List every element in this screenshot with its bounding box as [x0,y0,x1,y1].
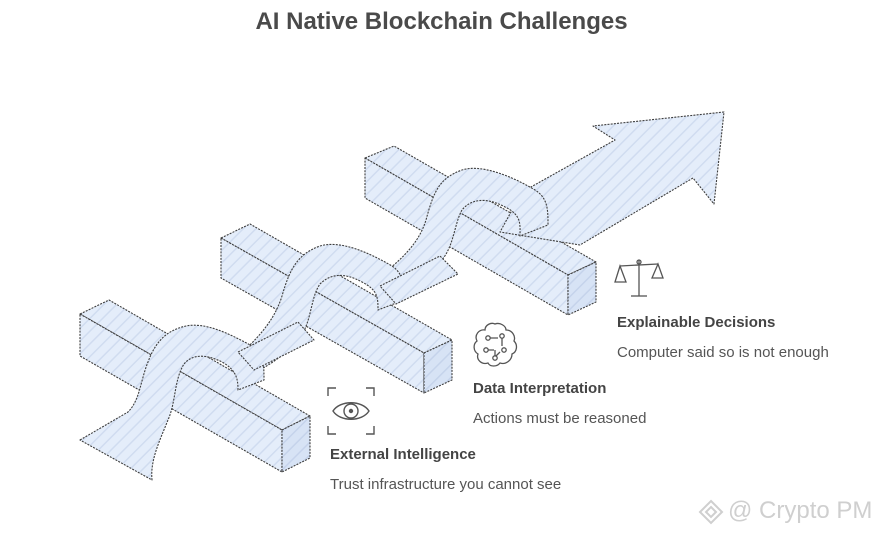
eye-icon [327,387,375,435]
watermark: @ Crypto PM [698,497,872,525]
step-title-data-interpretation: Data Interpretation [473,380,607,397]
step-desc-data-interpretation: Actions must be reasoned [473,410,647,427]
step-desc-explainable-decisions: Computer said so is not enough [617,344,829,361]
step-title-explainable-decisions: Explainable Decisions [617,314,776,331]
step-desc-external-intelligence: Trust infrastructure you cannot see [330,476,562,493]
barrier-block-2 [220,223,453,394]
page-title: AI Native Blockchain Challenges [255,8,628,35]
brain-icon [473,322,518,367]
scales-icon [614,259,664,297]
arrow-head [499,111,725,246]
barrier-block-1 [79,299,311,473]
ribbon-hump-3 [377,167,549,297]
watermark-logo-icon [698,499,724,525]
watermark-text: @ Crypto PM [728,497,873,524]
barrier-block-3 [364,145,597,316]
ribbon-segment-1 [79,321,315,481]
step-title-external-intelligence: External Intelligence [330,446,476,463]
